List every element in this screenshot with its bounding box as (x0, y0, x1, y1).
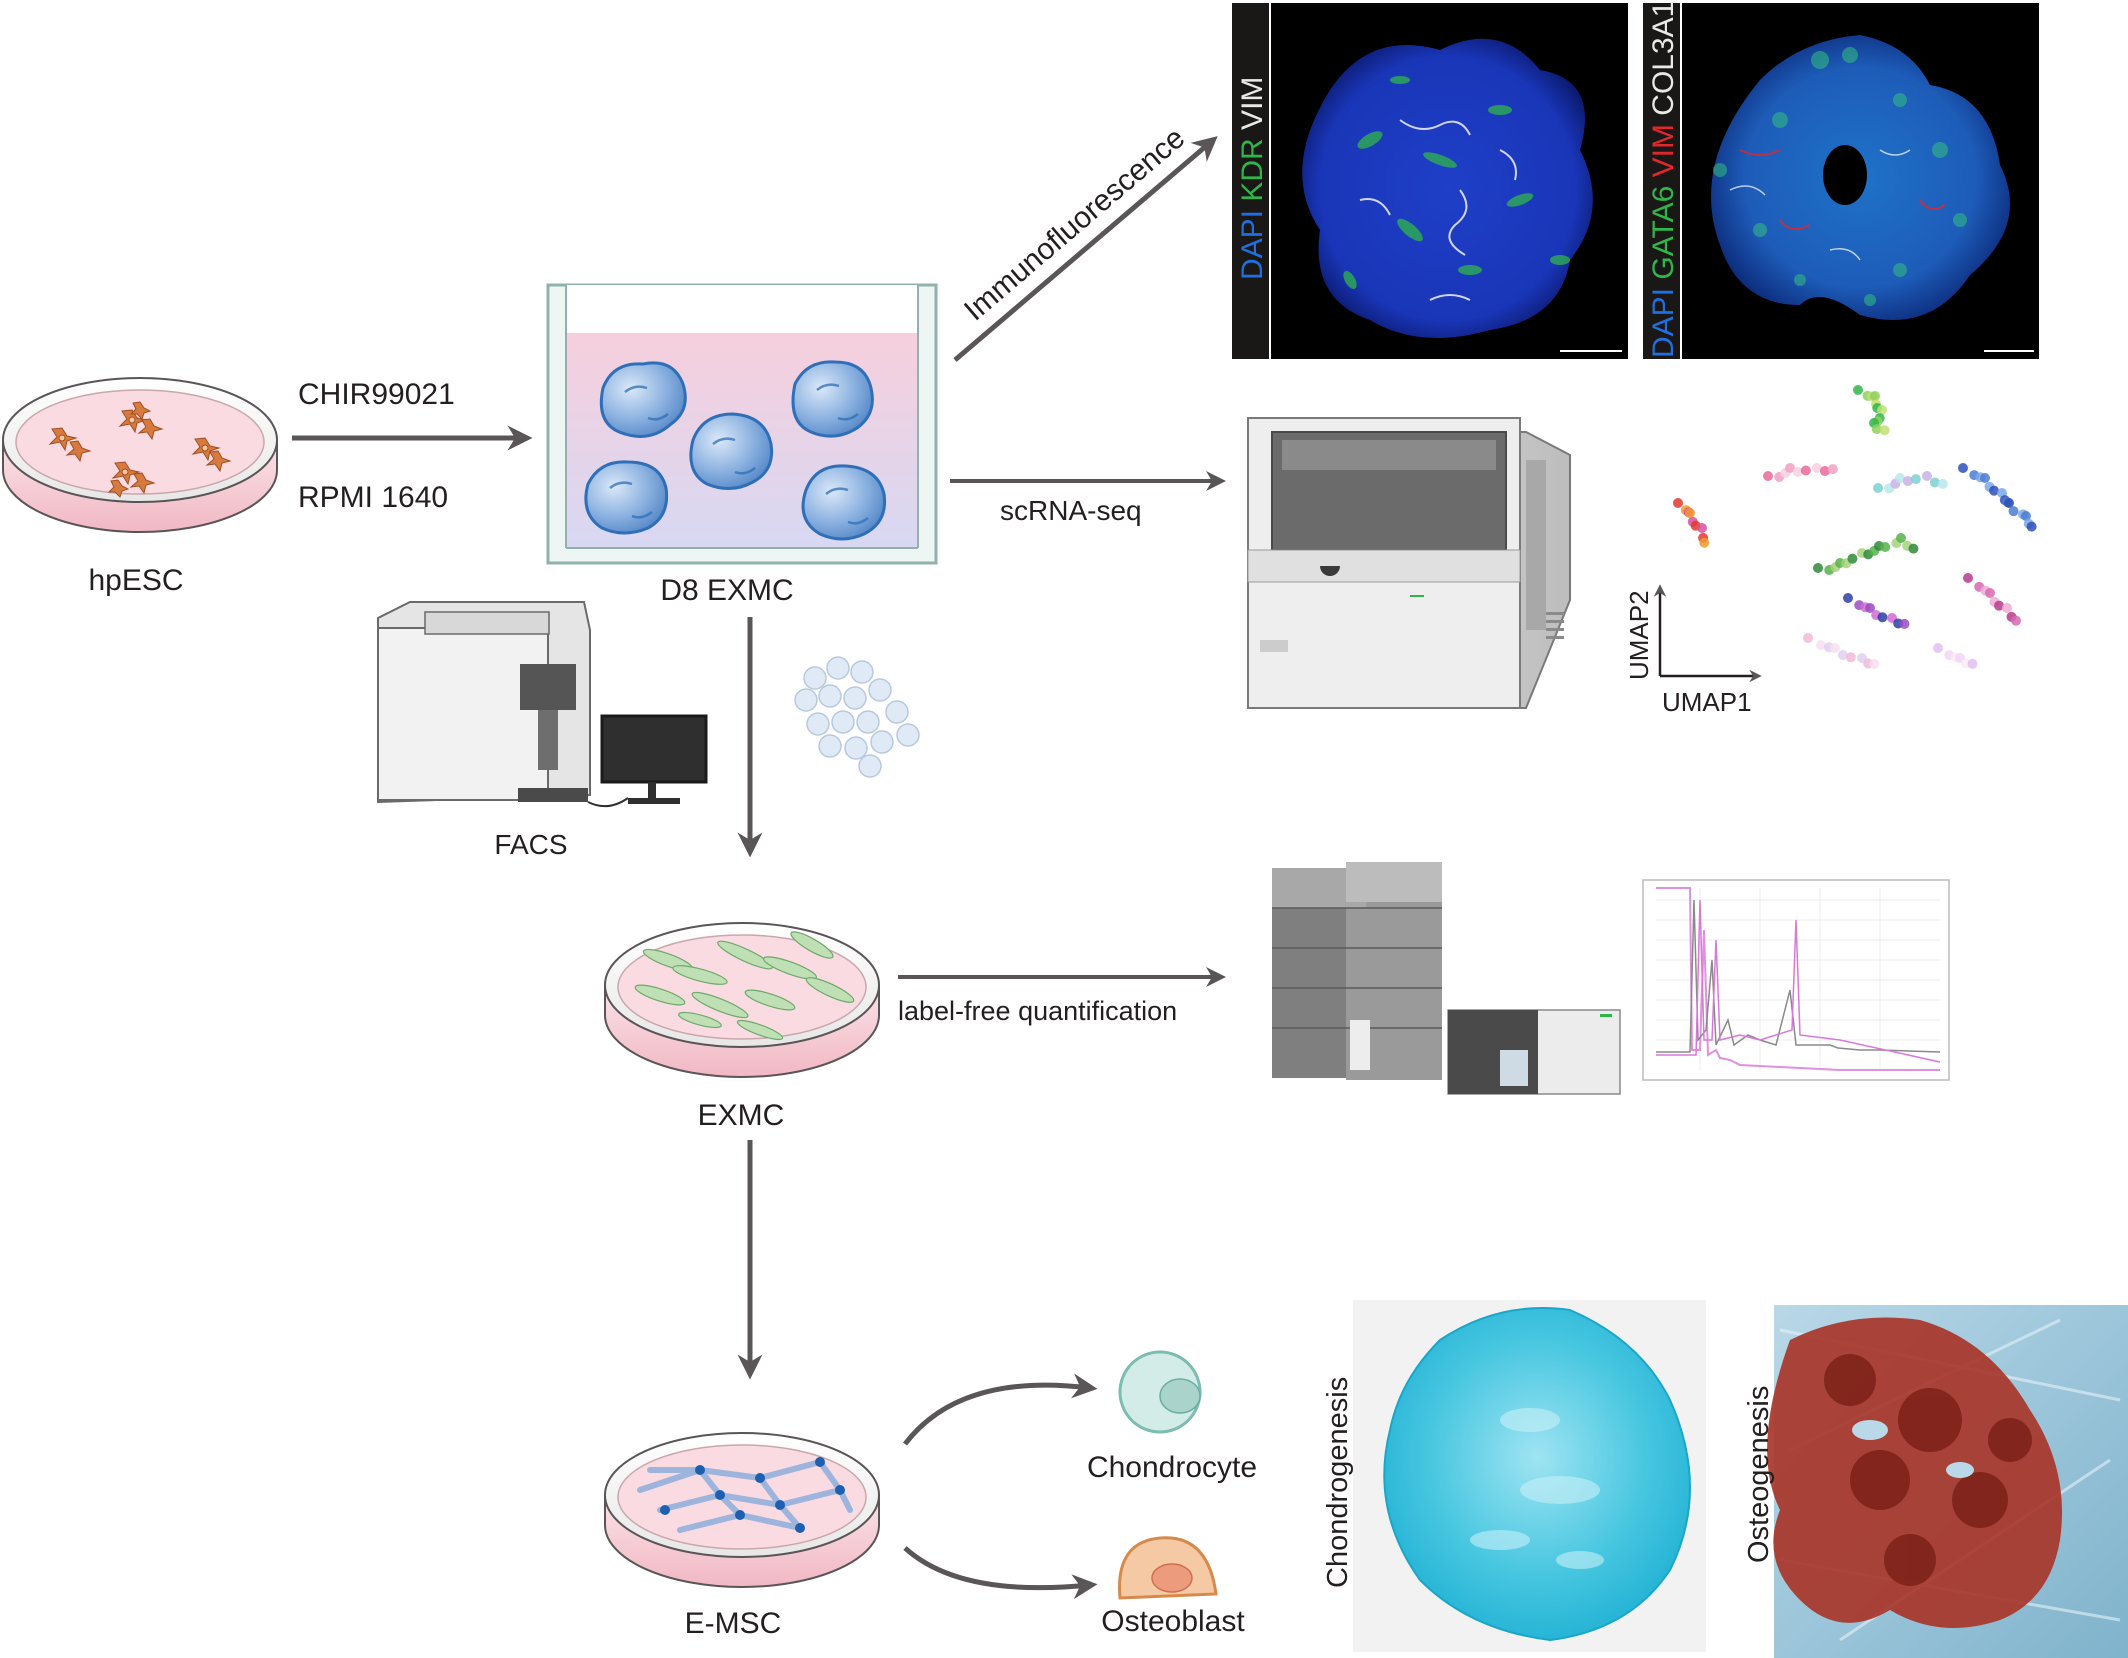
if-panel-1-markers: DAPI KDR VIM (1236, 77, 1269, 280)
umap-plot: UMAP1 UMAP2 (1624, 385, 2037, 717)
umap-point (1763, 471, 1773, 481)
label-exmc: EXMC (698, 1099, 785, 1132)
umap-point (2004, 498, 2014, 508)
umap-point (1877, 612, 1888, 623)
label-lfq: label-free quantification (898, 996, 1177, 1026)
umap-point (1908, 543, 1919, 554)
arrow-to-if (953, 136, 1218, 362)
umap-point (1827, 464, 1838, 475)
umap-point (1871, 424, 1882, 435)
umap-point (1792, 466, 1803, 477)
umap-point (1685, 508, 1695, 518)
umap-point (1843, 593, 1853, 603)
hpesc-dish (2, 377, 278, 533)
umap-point (1895, 473, 1905, 483)
umap-point (2011, 615, 2022, 626)
umap-point (1699, 537, 1710, 548)
umap-point (1922, 471, 1932, 481)
umap-point (1937, 478, 1948, 489)
label-emsc: E-MSC (685, 1607, 782, 1640)
umap-point (1958, 463, 1968, 473)
chromatogram (1642, 879, 1950, 1081)
exmc-dish (604, 922, 880, 1078)
label-osteoblast: Osteoblast (1101, 1605, 1245, 1638)
umap-point (2008, 506, 2019, 517)
sorted-cells-cluster (794, 656, 920, 778)
label-umap2: UMAP2 (1624, 590, 1654, 680)
umap-point (1853, 385, 1863, 395)
if-panel-2: DAPI GATA6 VIM COL3A1 (1643, 1, 2039, 359)
label-scrna-seq: scRNA-seq (1000, 495, 1142, 526)
umap-point (1899, 618, 1910, 629)
umap-point (1994, 600, 2005, 611)
umap-point (1812, 463, 1822, 473)
label-immunofluorescence: Immunofluorescence (958, 121, 1191, 327)
umap-point (1933, 643, 1943, 653)
umap-point (1837, 650, 1848, 661)
umap-point (1845, 652, 1856, 663)
umap-point (1963, 573, 1973, 583)
umap-point (1902, 476, 1913, 487)
umap-point (1896, 533, 1906, 543)
umap-point (1870, 391, 1880, 401)
if-panel-2-markers: DAPI GATA6 VIM COL3A1 (1647, 1, 1680, 358)
umap-point (2021, 511, 2031, 521)
umap-point (1697, 523, 1707, 533)
umap-point (1980, 473, 1990, 483)
lcms-instrument (1272, 862, 1621, 1095)
umap-point (1985, 588, 1995, 598)
umap-point (1877, 405, 1887, 415)
if-panel-1: DAPI KDR VIM (1232, 3, 1628, 359)
umap-point (1819, 466, 1830, 477)
umap-point (1929, 477, 1940, 488)
umap-point (1785, 463, 1795, 473)
chondrocyte-cell (1118, 1350, 1202, 1434)
umap-point (1803, 633, 1813, 643)
umap-point (1800, 465, 1811, 476)
umap-point (1673, 498, 1683, 508)
label-rpmi: RPMI 1640 (298, 481, 448, 514)
chondrogenesis-stain (1353, 1300, 1706, 1652)
osteogenesis-stain (1767, 1305, 2128, 1658)
umap-point (1869, 658, 1880, 669)
umap-point (1967, 658, 1978, 669)
umap-point (1813, 563, 1823, 573)
umap-point (1910, 474, 1921, 485)
arrow-to-chondrocyte (903, 1373, 1098, 1446)
sequencer-instrument (1247, 417, 1571, 709)
umap-point (1873, 483, 1883, 493)
emsc-dish (604, 1432, 880, 1588)
arrow-to-osteoblast (903, 1546, 1098, 1600)
facs-instrument (377, 601, 708, 808)
umap-points (1673, 385, 2037, 669)
umap-point (1880, 542, 1891, 553)
umap-point (1830, 643, 1840, 653)
osteoblast-cell (1118, 1536, 1218, 1600)
label-d8-exmc: D8 EXMC (660, 574, 793, 607)
label-hpesc: hpESC (88, 564, 183, 597)
umap-point (1879, 425, 1890, 436)
label-umap1: UMAP1 (1662, 687, 1752, 717)
umap-point (1847, 553, 1858, 564)
label-chondrocyte: Chondrocyte (1087, 1451, 1257, 1484)
label-chir: CHIR99021 (298, 378, 455, 411)
label-facs: FACS (494, 829, 567, 860)
umap-point (1989, 485, 2000, 496)
umap-point (1865, 603, 1875, 613)
umap-point (2002, 603, 2012, 613)
umap-point (1815, 640, 1826, 651)
label-osteogenesis: Osteogenesis (1743, 1386, 1775, 1563)
label-chondrogenesis: Chondrogenesis (1322, 1377, 1354, 1588)
umap-point (2026, 521, 2037, 532)
d8-exmc-tank (546, 283, 938, 565)
